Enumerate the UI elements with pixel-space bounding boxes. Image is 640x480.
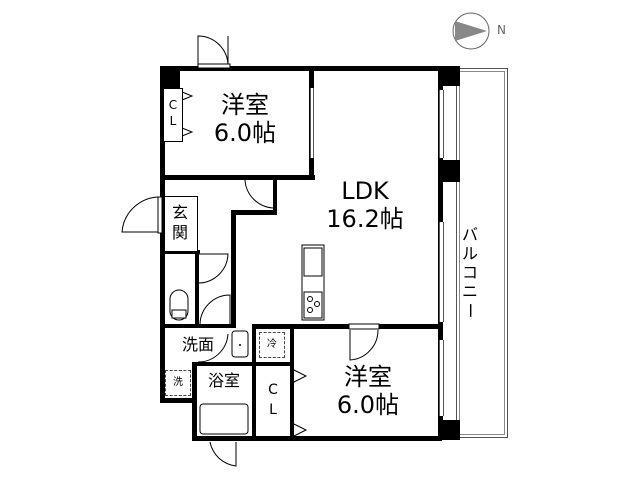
western-room-1-size: 6.0帖	[213, 119, 277, 147]
balcony-char-5: ー	[460, 302, 480, 319]
compass-north-label: N	[497, 23, 506, 37]
closet-2-label-l: L	[269, 402, 277, 418]
wall-corridor-top	[231, 210, 277, 215]
balcony-char-4: ニ	[461, 282, 478, 301]
ldk-window-2[interactable]	[439, 222, 444, 322]
ldk-size: 16.2帖	[326, 205, 404, 233]
pillar-top-left	[160, 66, 180, 88]
wall-left-entrance	[160, 180, 165, 400]
wall-top-room1	[160, 66, 310, 71]
washer-space: 洗	[165, 370, 191, 396]
closet-2-label-c: C	[268, 382, 278, 398]
pillar-bottom-right	[440, 420, 460, 440]
wall-wash-bottom	[160, 398, 196, 403]
pillar-mid-right	[440, 160, 460, 182]
wall-entrance-bottom	[160, 250, 200, 254]
western-room-2-size: 6.0帖	[336, 391, 400, 419]
ldk-name: LDK	[341, 177, 389, 205]
wall-toilet-bottom	[160, 324, 236, 328]
balcony-outline	[456, 68, 508, 438]
wall-room1-bottom	[160, 175, 315, 180]
compass: N	[452, 12, 512, 52]
wall-fridge-bottom	[252, 362, 292, 366]
closet-1-label-c: C	[168, 98, 178, 112]
wall-bath-left	[192, 362, 197, 440]
ldk-window-1[interactable]	[439, 90, 444, 158]
wall-bath-closet	[252, 324, 256, 439]
north-arrow-icon	[452, 12, 490, 50]
washroom-label: 洗面	[181, 335, 214, 354]
balcony-char-1: バ	[461, 225, 478, 244]
wall-corridor-stub	[273, 180, 277, 215]
wall-ldk-bottom	[252, 324, 442, 329]
balcony-char-3: コ	[461, 263, 478, 282]
wall-corridor-ldk	[231, 210, 236, 328]
fridge-space: 冷	[259, 332, 285, 358]
balcony-inner-outline	[459, 71, 505, 435]
entrance-label-2: 関	[171, 223, 188, 242]
pillar-top-right	[440, 66, 460, 86]
wall-bottom	[192, 436, 442, 441]
closet-2: C L	[256, 366, 290, 436]
wall-left-room1	[160, 66, 165, 180]
closet-1: C L	[163, 88, 183, 142]
entrance-box	[164, 196, 198, 252]
entrance-label-1: 玄	[171, 203, 188, 222]
balcony-label: バ ル コ ニ ー	[460, 225, 480, 320]
wall-wash-bath	[195, 362, 255, 366]
room1-ldk-sliding-door[interactable]	[310, 88, 314, 158]
bathroom-label: 浴室	[207, 371, 240, 390]
western-room-2-name: 洋室	[344, 363, 392, 391]
room2-window[interactable]	[439, 340, 444, 416]
western-room-1-name: 洋室	[221, 91, 269, 119]
wall-left-lower	[160, 320, 165, 402]
washer-label: 洗	[173, 377, 183, 388]
wall-toilet-right	[195, 252, 199, 324]
balcony-char-2: ル	[461, 244, 478, 263]
closet-1-label-l: L	[169, 114, 177, 128]
wall-top-ldk	[310, 66, 460, 71]
fridge-label: 冷	[267, 339, 277, 350]
